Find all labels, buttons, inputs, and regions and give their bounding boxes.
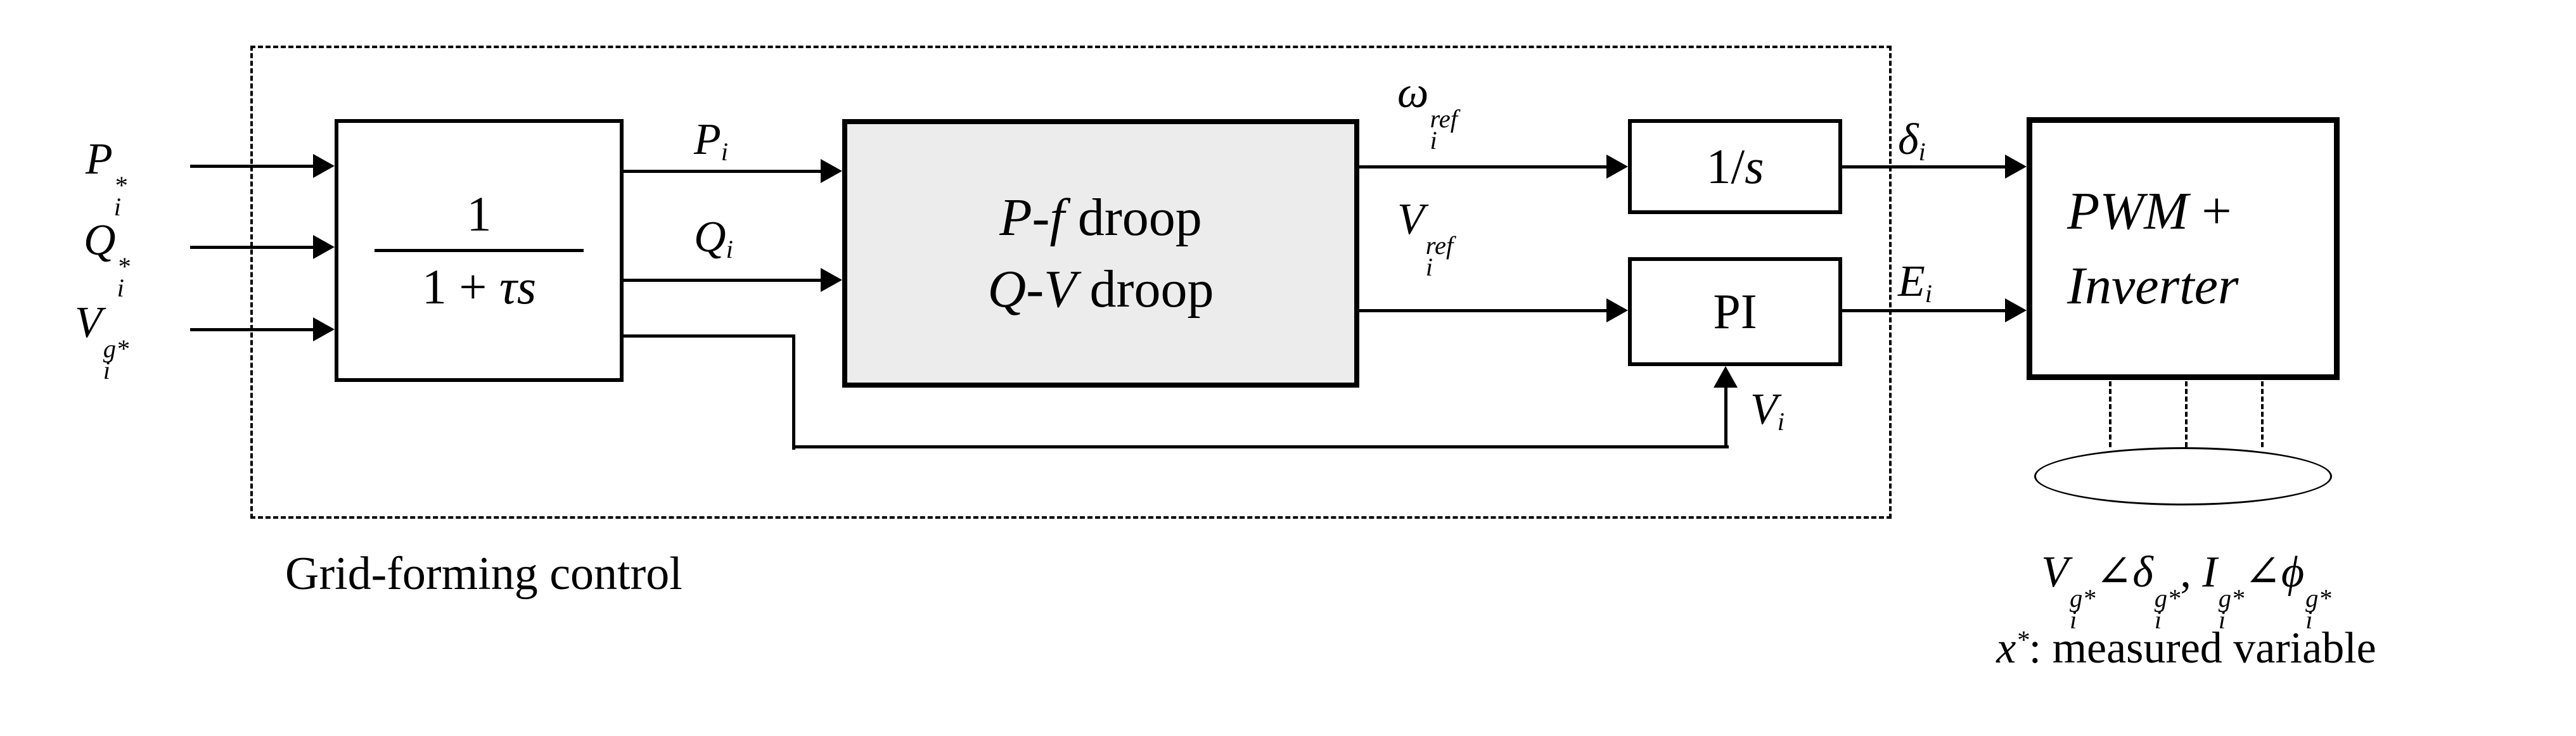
dashed-drop-3 — [2261, 381, 2264, 447]
wire-feedback-b — [792, 334, 795, 450]
wire-e — [1842, 309, 2006, 312]
signal-label-p: Pi — [694, 115, 729, 167]
pi-block: PI — [1628, 257, 1842, 366]
dashed-drop-2 — [2185, 381, 2188, 447]
wire-omega-ref — [1359, 165, 1606, 168]
arrowhead-p — [821, 159, 842, 183]
arrowhead-input-q — [313, 235, 335, 259]
arrowhead-omega-ref — [1606, 155, 1628, 179]
wire-delta — [1842, 165, 2006, 168]
wire-feedback-c — [792, 445, 1729, 448]
arrowhead-input-p — [313, 154, 335, 178]
arrowhead-q — [821, 268, 842, 292]
wire-p — [624, 170, 821, 173]
wire-input-v — [190, 328, 313, 331]
wire-feedback-d — [1724, 386, 1727, 447]
signal-label-v-meas: Vi — [1750, 385, 1785, 436]
wire-v-ref — [1359, 309, 1606, 312]
filter-block: 1 1 + τs — [335, 119, 624, 382]
fraction-numerator: 1 — [466, 186, 492, 241]
fraction-bar — [375, 249, 584, 252]
output-ellipse — [2034, 447, 2332, 505]
wire-input-q — [190, 246, 313, 249]
pi-label: PI — [1713, 284, 1757, 339]
caption-grid-forming-control: Grid-forming control — [285, 548, 682, 600]
signal-label-delta: δi — [1898, 115, 1926, 167]
signal-label-e: Ei — [1898, 257, 1933, 308]
arrowhead-input-v — [313, 317, 335, 341]
filter-fraction: 1 1 + τs — [375, 186, 584, 315]
integrator-label: 1/s — [1706, 139, 1764, 194]
wire-input-p — [190, 165, 313, 168]
arrowhead-e — [2005, 298, 2027, 322]
pwm-line2: Inverter — [2067, 256, 2239, 315]
pwm-inverter-block: PWM + Inverter — [2027, 117, 2340, 380]
arrowhead-delta — [2005, 155, 2027, 179]
droop-line1: P-f droop — [999, 187, 1202, 247]
droop-line2: Q-V droop — [987, 260, 1214, 319]
droop-block: P-f droop Q-V droop — [842, 119, 1359, 388]
integrator-block: 1/s — [1628, 119, 1842, 214]
fraction-denominator: 1 + τs — [421, 259, 537, 314]
wire-q — [624, 279, 821, 282]
dashed-drop-1 — [2109, 381, 2111, 447]
arrowhead-v-ref — [1606, 298, 1628, 322]
signal-label-q: Qi — [694, 213, 733, 264]
input-label-p-ref: P*i — [86, 135, 127, 221]
input-label-q-ref: Q*i — [84, 216, 130, 302]
pwm-line1: PWM + — [2067, 181, 2232, 241]
wire-feedback-a — [624, 334, 795, 338]
arrowhead-v-meas — [1714, 366, 1738, 388]
grid-forming-dashed-region — [250, 46, 1892, 519]
caption-note: x*: measured variable — [1996, 624, 2376, 673]
